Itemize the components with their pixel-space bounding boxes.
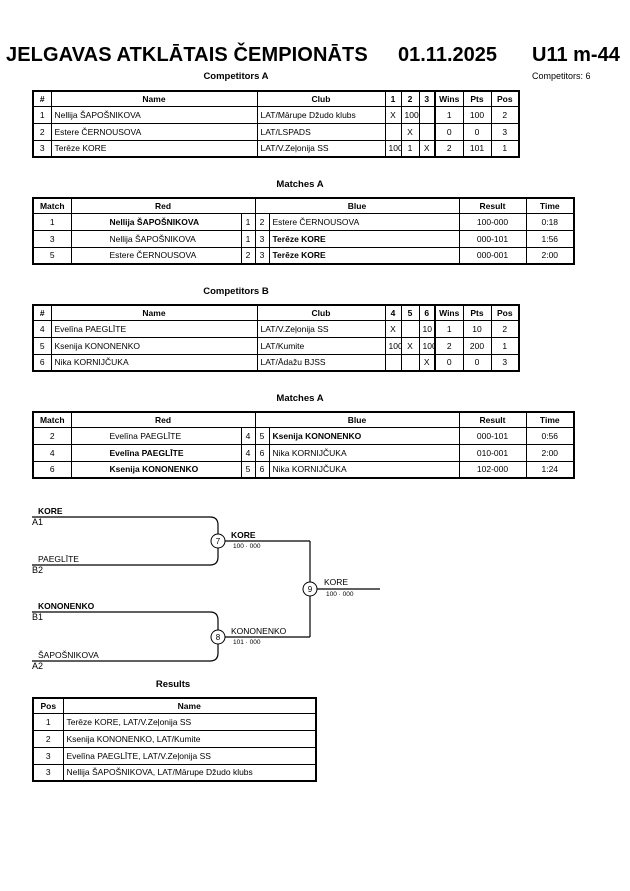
match-result: 102-000 bbox=[458, 460, 527, 479]
blue-number: 6 bbox=[254, 460, 270, 479]
semi1-bottom-name: PAEGLĪTE bbox=[38, 554, 79, 564]
event-date: 01.11.2025 bbox=[398, 44, 497, 66]
semi1-score: 100 · 000 bbox=[233, 543, 261, 550]
result-name: Terēze KORE, LAT/V.Zeļonija SS bbox=[62, 712, 317, 731]
results-header-row: Pos Name bbox=[32, 697, 317, 714]
semi1-bottom-seed: B2 bbox=[32, 565, 44, 575]
result-position: 3 bbox=[32, 746, 64, 765]
points-cell: 0 bbox=[462, 353, 492, 372]
col-time: Time bbox=[525, 411, 575, 428]
col-name: Name bbox=[62, 697, 317, 714]
result-position: 3 bbox=[32, 763, 64, 782]
match-time: 2:00 bbox=[525, 246, 575, 265]
red-competitor: Estere ČERNOUSOVA bbox=[70, 246, 242, 265]
result-position: 1 bbox=[32, 712, 64, 731]
match-7-number: 7 bbox=[216, 537, 221, 546]
red-competitor: Ksenija KONONENKO bbox=[70, 460, 242, 479]
blue-competitor: Terēze KORE bbox=[268, 246, 460, 265]
score-cell: 1 bbox=[400, 139, 420, 158]
weight-category: U11 m-44 bbox=[532, 44, 620, 66]
match-8-node bbox=[210, 629, 226, 645]
pool-a-heading: Competitors A bbox=[203, 71, 269, 82]
semi2-winner: KONONENKO bbox=[231, 626, 287, 636]
competitor-name: Terēze KORE bbox=[50, 139, 258, 158]
semi2-top-name: KONONENKO bbox=[38, 601, 95, 611]
match-time: 1:24 bbox=[525, 460, 575, 479]
position-cell: 1 bbox=[490, 139, 520, 158]
blue-competitor: Nika KORNIJČUKA bbox=[268, 460, 460, 479]
semi1-top-name: KORE bbox=[38, 506, 63, 516]
match-9-node bbox=[302, 581, 318, 597]
result-name: Ksenija KONONENKO, LAT/Kumite bbox=[62, 729, 317, 748]
semi2-bottom-name: ŠAPOŠNIKOVA bbox=[38, 650, 99, 660]
wins-cell: 2 bbox=[434, 139, 464, 158]
results-heading: Results bbox=[155, 679, 191, 690]
event-title: JELGAVAS ATKLĀTAIS ČEMPIONĀTS bbox=[6, 44, 368, 66]
col-pos: Pos bbox=[32, 697, 64, 714]
semi2-bottom-seed: A2 bbox=[32, 661, 44, 671]
semi2-top-seed: B1 bbox=[32, 612, 44, 622]
result-name: Evelīna PAEGLĪTE, LAT/V.Zeļonija SS bbox=[62, 746, 317, 765]
matches-a-heading: Matches A bbox=[276, 179, 324, 190]
pool-b-heading: Competitors B bbox=[203, 286, 269, 297]
match-8-number: 8 bbox=[216, 633, 221, 642]
semi1-top-seed: A1 bbox=[32, 517, 44, 527]
semi1-winner: KORE bbox=[231, 530, 256, 540]
result-position: 2 bbox=[32, 729, 64, 748]
pool-b-header-row: # Name Club 4 5 6 Wins Pts Pos bbox=[32, 304, 520, 321]
position-cell: 3 bbox=[490, 353, 520, 372]
final-score: 100 · 000 bbox=[326, 591, 354, 598]
match-9-number: 9 bbox=[308, 585, 313, 594]
match-7-node bbox=[210, 533, 226, 549]
result-name: Nellija ŠAPOŠNIKOVA, LAT/Mārupe Džudo kl… bbox=[62, 763, 317, 782]
competitors-count: Competitors: 6 bbox=[532, 71, 591, 81]
semi2-score: 101 · 000 bbox=[233, 639, 261, 646]
matches-b-heading: Matches A bbox=[276, 393, 324, 404]
final-winner: KORE bbox=[324, 577, 349, 587]
